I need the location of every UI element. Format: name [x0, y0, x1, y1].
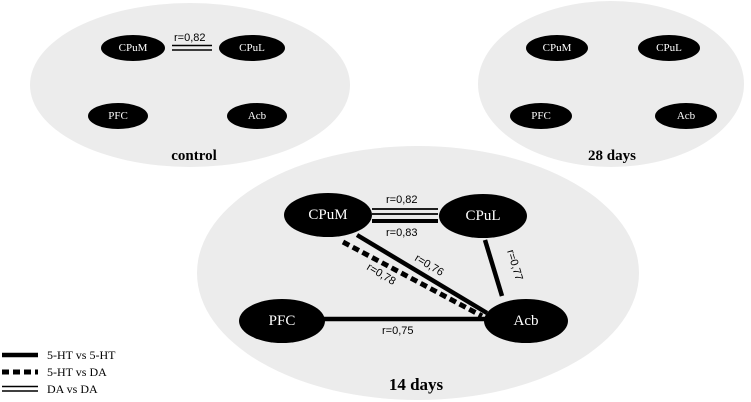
node-label-14-pfc: PFC	[269, 313, 296, 329]
edge-label-14-cpum-cpul-5ht: r=0,83	[386, 227, 418, 239]
node-label-14-cpul: CPuL	[465, 208, 500, 224]
node-control-cpum	[101, 35, 165, 61]
edge-14-cpum-acb-5ht	[355, 233, 489, 315]
node-28-pfc	[510, 103, 572, 129]
node-14-pfc	[239, 299, 325, 343]
node-control-cpul	[219, 35, 285, 61]
node-control-pfc	[88, 103, 148, 129]
group-control-background	[30, 3, 350, 167]
edge-14-cpum-cpul-da	[372, 208, 438, 215]
group-title-14-days: 14 days	[389, 375, 444, 394]
node-14-cpul	[439, 194, 527, 238]
legend: 5-HT vs 5-HT 5-HT vs DA DA vs DA	[2, 348, 116, 396]
node-label-control-pfc: PFC	[108, 110, 128, 122]
legend-solid-label: 5-HT vs 5-HT	[47, 348, 116, 362]
group-control: r=0,82 CPuM CPuL PFC Acb control	[30, 3, 350, 167]
node-label-28-cpul: CPuL	[656, 42, 682, 54]
node-label-28-cpum: CPuM	[543, 42, 572, 54]
edge-label-14-cpum-cpul-da: r=0,82	[386, 194, 418, 206]
legend-dashed-label: 5-HT vs DA	[47, 365, 107, 379]
edge-14-cpum-acb-mixed	[341, 239, 484, 319]
node-label-control-cpum: CPuM	[119, 42, 148, 54]
group-title-control: control	[171, 148, 217, 164]
node-14-cpum	[284, 193, 372, 237]
node-label-control-acb: Acb	[248, 110, 267, 122]
edge-14-cpul-acb-5ht	[482, 239, 505, 297]
node-14-acb	[484, 299, 568, 343]
node-label-28-acb: Acb	[677, 110, 696, 122]
legend-double-label: DA vs DA	[47, 382, 98, 396]
edge-label-control-cpum-cpul: r=0,82	[174, 32, 206, 44]
node-label-control-cpul: CPuL	[239, 42, 265, 54]
node-label-28-pfc: PFC	[531, 110, 551, 122]
edge-control-cpum-cpul	[172, 44, 212, 51]
group-title-28-days: 28 days	[588, 148, 636, 164]
node-control-acb	[227, 103, 287, 129]
group-28-days-background	[478, 1, 744, 167]
group-28-days: CPuM CPuL PFC Acb 28 days	[478, 1, 744, 167]
group-14-days: r=0,82 r=0,83 r=0,76 r=0,78 r=0,77 r=0,7…	[197, 146, 639, 400]
edge-label-14-pfc-acb: r=0,75	[382, 325, 414, 337]
node-label-14-acb: Acb	[514, 313, 539, 329]
node-28-cpum	[526, 35, 588, 61]
node-label-14-cpum: CPuM	[308, 207, 347, 223]
node-28-acb	[655, 103, 717, 129]
node-28-cpul	[638, 35, 700, 61]
